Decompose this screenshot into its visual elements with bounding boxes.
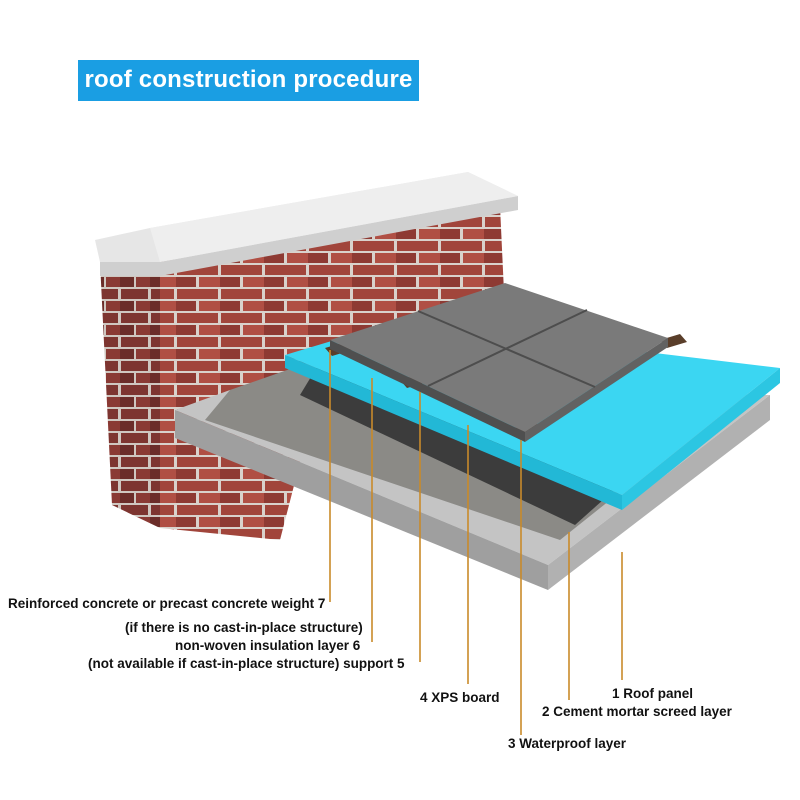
leader-lines: [329, 350, 623, 735]
label-waterproof-3: 3 Waterproof layer: [508, 736, 627, 751]
roof-tiles: [330, 283, 668, 442]
xps-front: [285, 355, 622, 510]
tiles-top: [330, 283, 668, 432]
slab-front: [175, 410, 548, 590]
title-banner: roof construction procedure: [78, 60, 419, 101]
label-weight-7-note: (if there is no cast-in-place structure): [125, 620, 363, 635]
label-mortar-2: 2 Cement mortar screed layer: [542, 704, 732, 719]
label-roof-panel-1: 1 Roof panel: [612, 686, 694, 701]
coping-cap: [150, 172, 518, 262]
tile-joint: [427, 309, 588, 387]
label-insulation-6: non-woven insulation layer 6: [175, 638, 361, 653]
slab-side: [548, 395, 770, 590]
coping-front: [100, 196, 518, 276]
xps-side: [622, 368, 780, 510]
tiles-side: [525, 338, 668, 442]
label-weight-7: Reinforced concrete or precast concrete …: [8, 596, 326, 611]
label-support-5: (not available if cast-in-place structur…: [88, 656, 405, 671]
diagram-title: roof construction procedure: [84, 66, 413, 93]
label-xps-4: 4 XPS board: [420, 690, 500, 705]
tiles-front: [330, 340, 525, 442]
brick-wall-side: [100, 262, 160, 528]
